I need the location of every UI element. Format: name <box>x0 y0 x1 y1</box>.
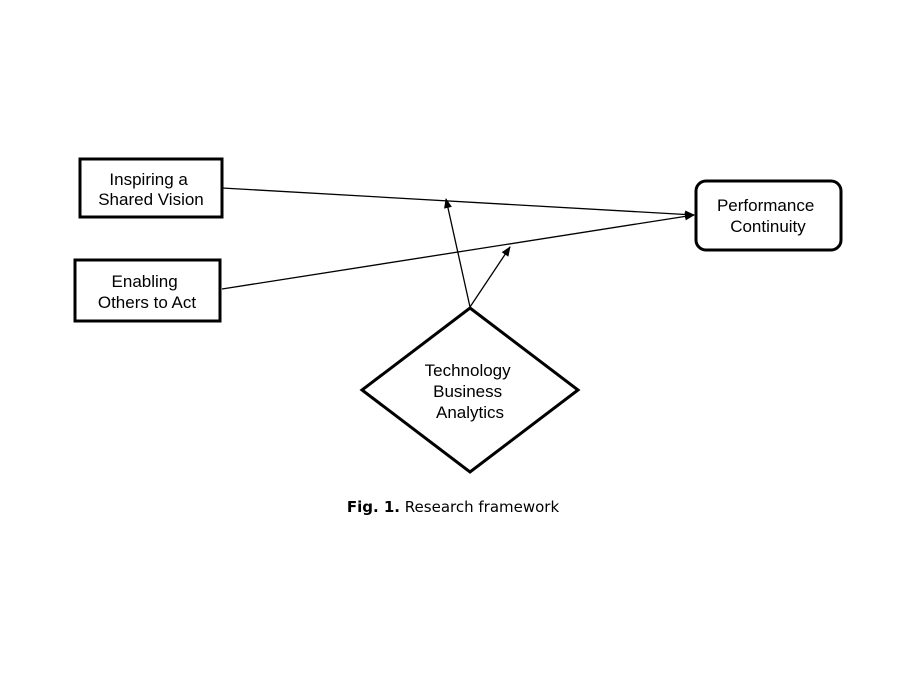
node-label-line: Performance <box>717 196 814 215</box>
arrow-vision-to-performance <box>221 187 695 219</box>
moderator-arrow-to-vision-path <box>444 198 471 308</box>
node-diamond <box>359 306 581 474</box>
node-label-line: Continuity <box>730 217 806 236</box>
node-inspiring-shared-vision: Inspiring a Shared Vision <box>78 157 224 219</box>
node-label-line: Shared Vision <box>98 190 204 209</box>
node-box <box>78 157 224 219</box>
node-box <box>73 258 222 323</box>
node-enabling-others-to-act: Enabling Others to Act <box>73 258 222 323</box>
node-label-line: Others to Act <box>98 293 197 312</box>
node-box <box>694 179 843 252</box>
node-performance-continuity: Performance Continuity <box>694 179 843 252</box>
caption-label: Fig. 1. <box>346 498 401 516</box>
node-label: Inspiring a Shared Vision <box>98 170 204 209</box>
figure-caption: Fig. 1. Research framework <box>0 498 906 516</box>
node-label-line: Technology <box>425 361 512 380</box>
node-label: Enabling Others to Act <box>98 272 197 312</box>
node-label-line: Analytics <box>436 403 504 422</box>
caption-text: Research framework <box>404 498 560 516</box>
node-technology-business-analytics: Technology Business Analytics <box>359 306 581 474</box>
node-label: Technology Business Analytics <box>425 361 516 422</box>
moderator-arrow-to-enabling-path <box>469 246 511 308</box>
node-label-line: Inspiring a <box>109 170 188 189</box>
node-label-line: Business <box>433 382 502 401</box>
node-label-line: Enabling <box>112 272 178 291</box>
node-label: Performance Continuity <box>717 196 819 236</box>
